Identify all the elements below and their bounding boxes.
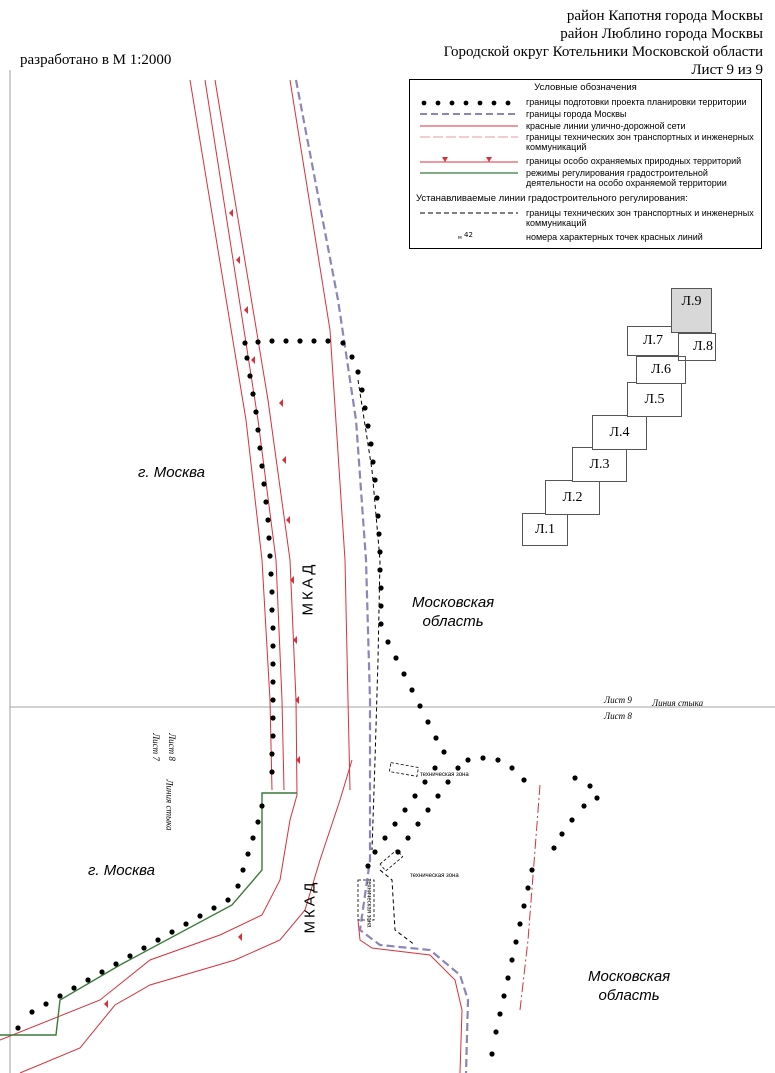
tech-zone-boundary-2 <box>379 869 416 946</box>
legend-label: границы технических зон транспортных и и… <box>526 132 754 152</box>
tech-zone-boundary <box>357 379 381 851</box>
legend-item: красные линии улично-дорожной сети <box>416 120 756 132</box>
legend-label: границы города Москвы <box>526 109 627 119</box>
sheet-index-l8[interactable]: Л.8 <box>678 333 716 361</box>
protected-area-icon <box>420 157 518 163</box>
moscow-boundary-line <box>294 79 470 1073</box>
legend-item: границы технических зон транспортных и и… <box>416 131 756 153</box>
legend-item: границы технических зон транспортных и и… <box>416 207 756 229</box>
legend-label: режимы регулирования градостроительной д… <box>526 168 727 188</box>
legend-item: режимы регулирования градостроительной д… <box>416 167 756 189</box>
red-line-icon <box>420 125 518 127</box>
district-lyublino: район Люблино города Москвы <box>560 26 763 42</box>
mkad-label-top: МКАД <box>299 561 317 616</box>
junction-v-sheet8: Лист 8 <box>166 733 177 761</box>
red-line-mkad-4 <box>289 79 351 791</box>
legend-item: границы подготовки проекта планировки те… <box>416 96 756 108</box>
tech-zone-boxes <box>357 762 419 921</box>
moscow-boundary-icon <box>420 113 518 115</box>
legend-title: Условные обозначения <box>534 82 637 93</box>
junction-v-line: Линия стыка <box>164 779 175 831</box>
red-line-lower-3 <box>357 919 463 1073</box>
sheet-index-l5[interactable]: Л.5 <box>627 382 682 417</box>
sheet-index-l3[interactable]: Л.3 <box>572 447 627 482</box>
tech-zone-label-2: техническая зона <box>410 873 459 879</box>
red-line-lower-2 <box>19 759 353 1073</box>
legend-label: красные линии улично-дорожной сети <box>526 121 686 131</box>
tech-zone-label-1: техническая зона <box>420 772 469 778</box>
svg-text:м: м <box>458 235 462 241</box>
legend-item: границы особо охраняемых природных терри… <box>416 155 756 167</box>
red-line-mkad-2 <box>204 79 285 791</box>
red-line-mkad-3 <box>214 79 298 796</box>
legend-label: границы особо охраняемых природных терри… <box>526 156 742 166</box>
scale-note: разработано в М 1:2000 <box>20 52 172 68</box>
red-dashed-line-right <box>519 784 541 1011</box>
junction-line-label: Линия стыка <box>652 698 704 708</box>
regulation-regime-icon <box>420 172 518 174</box>
legend-label: номера характерных точек красных линий <box>526 232 703 242</box>
project-boundary-dots <box>15 338 600 1057</box>
junction-sheet9: Лист 9 <box>604 695 632 705</box>
legend-label: границы технических зон транспортных и и… <box>526 208 754 228</box>
legend-box: Условные обозначения границы подготовки … <box>409 79 762 249</box>
sheet-index-l4[interactable]: Л.4 <box>592 415 647 450</box>
tech-zone-label-3: техническая зона <box>365 878 372 928</box>
district-kapotnya: район Капотня города Москвы <box>566 8 763 24</box>
junction-v-sheet7: Лист 7 <box>150 733 161 761</box>
red-line-mkad-1 <box>189 79 273 791</box>
label-moscow-bottom: г. Москва <box>88 862 155 879</box>
label-moscow-top: г. Москва <box>138 464 205 481</box>
red-line-lower-1 <box>0 794 298 1041</box>
district-kotelniki: Городской округ Котельники Московской об… <box>443 44 763 60</box>
legend-section-title: Устанавливаемые линии градостроительного… <box>416 193 688 204</box>
dotted-boundary-icon <box>421 100 511 106</box>
sheet-index-l9-current[interactable]: Л.9 <box>671 288 712 333</box>
sheet-number: Лист 9 из 9 <box>691 62 763 78</box>
sheet-index-l7[interactable]: Л.7 <box>627 326 679 356</box>
protected-area-markers <box>104 209 300 1008</box>
set-tech-zone-icon <box>420 212 518 214</box>
legend-item: границы города Москвы <box>416 108 756 120</box>
sheet-index-l6[interactable]: Л.6 <box>636 356 686 384</box>
junction-sheet8: Лист 8 <box>604 711 632 721</box>
label-oblast-bottom: Московская область <box>588 968 671 1004</box>
regulation-regime-line <box>0 792 297 1036</box>
legend-label: границы подготовки проекта планировки те… <box>526 97 747 107</box>
sheet-index-l2[interactable]: Л.2 <box>545 480 600 515</box>
tech-zone-line-icon <box>420 136 518 138</box>
label-oblast-top: Московская область <box>412 594 495 630</box>
mkad-label-bottom: МКАД <box>301 879 319 934</box>
sheet-index-l1[interactable]: Л.1 <box>522 513 568 546</box>
point-number-sample: 42 <box>464 231 473 239</box>
